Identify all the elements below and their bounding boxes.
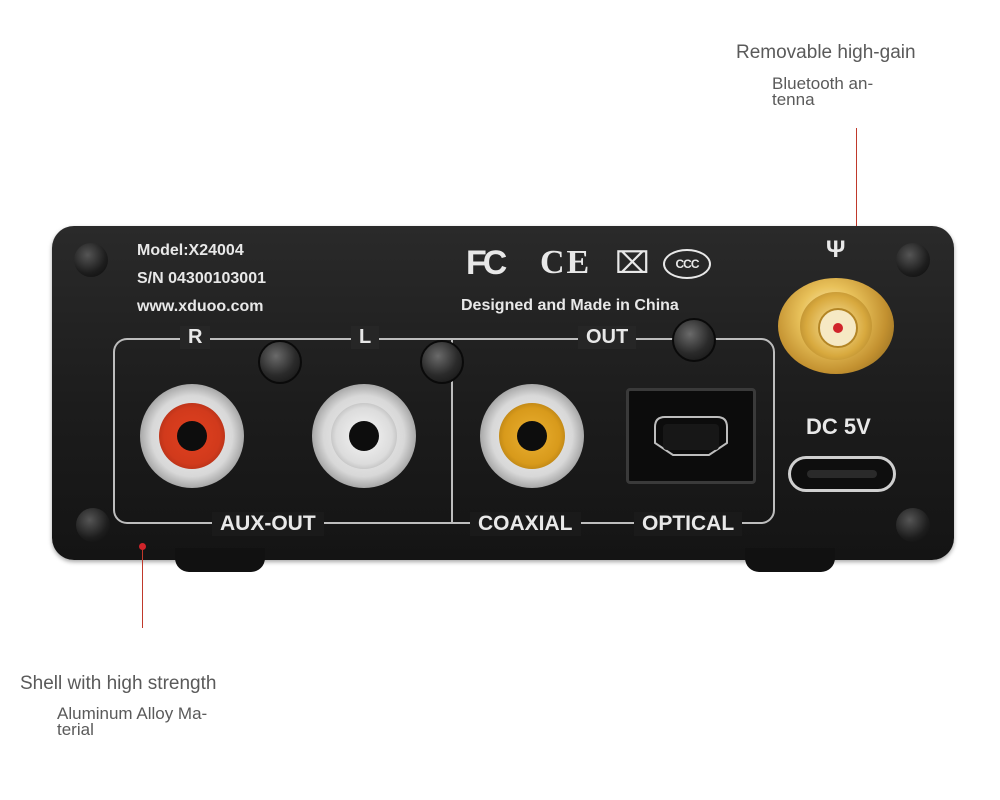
shell-leader-line: [142, 550, 143, 628]
usb-c-power-port[interactable]: [788, 456, 896, 492]
shell-callout-line-a: Aluminum Alloy Ma-: [57, 704, 208, 723]
shell-callout-line-b: terial: [57, 720, 94, 739]
out-label: OUT: [578, 326, 637, 349]
coaxial-label: COAXIAL: [470, 512, 581, 536]
panel-screw-2: [420, 340, 464, 384]
sma-center-pin: [833, 323, 843, 333]
shell-callout-subtitle: Aluminum Alloy Ma- terial: [57, 704, 208, 739]
corner-screw-bottom-right: [896, 508, 930, 542]
rca-left-jack[interactable]: [312, 384, 416, 488]
optical-port[interactable]: [626, 388, 756, 484]
ccc-mark-text: CCC: [675, 257, 700, 271]
device-foot-right: [745, 548, 835, 572]
designed-made-label: Designed and Made in China: [461, 297, 679, 314]
model-label: Model:X24004: [137, 242, 244, 259]
rca-right-insulator: [159, 403, 225, 469]
sma-connector-thread: [800, 292, 872, 360]
coaxial-pin-hole: [517, 421, 547, 451]
sma-connector-center: [818, 308, 858, 348]
website-label: www.xduoo.com: [137, 298, 264, 315]
ce-mark: CE: [540, 244, 592, 281]
shell-callout-dot: [139, 543, 146, 550]
rca-right-pin-hole: [177, 421, 207, 451]
panel-screw-1: [258, 340, 302, 384]
fc-mark: FC: [466, 244, 507, 282]
antenna-symbol-icon: Ψ: [826, 236, 846, 263]
sma-antenna-connector[interactable]: [778, 278, 894, 374]
rca-left-insulator: [331, 403, 397, 469]
corner-screw-top-right: [896, 243, 930, 277]
dc-5v-label: DC 5V: [806, 414, 871, 439]
right-channel-label: R: [180, 326, 211, 349]
left-channel-label: L: [351, 326, 380, 349]
coaxial-jack[interactable]: [480, 384, 584, 488]
antenna-leader-line: [856, 128, 857, 306]
antenna-callout-line-b: tenna: [772, 90, 815, 109]
device-foot-left: [175, 548, 265, 572]
optical-port-shape-icon: [654, 416, 728, 456]
rca-right-jack[interactable]: [140, 384, 244, 488]
corner-screw-top-left: [74, 243, 108, 277]
antenna-callout-subtitle: Bluetooth an- tenna: [772, 74, 874, 109]
serial-label: S/N 04300103001: [137, 270, 266, 287]
ccc-mark-icon: CCC: [663, 249, 711, 279]
usb-c-tongue: [807, 470, 877, 478]
aux-out-label: AUX-OUT: [212, 512, 324, 536]
rca-left-pin-hole: [349, 421, 379, 451]
coaxial-insulator: [499, 403, 565, 469]
weee-bin-icon: ⌧: [615, 247, 650, 280]
corner-screw-bottom-left: [76, 508, 110, 542]
panel-screw-3: [672, 318, 716, 362]
antenna-callout-title: Removable high-gain: [736, 42, 916, 63]
shell-callout-title: Shell with high strength: [20, 673, 217, 694]
antenna-callout-line-a: Bluetooth an-: [772, 74, 874, 93]
optical-label: OPTICAL: [634, 512, 743, 536]
